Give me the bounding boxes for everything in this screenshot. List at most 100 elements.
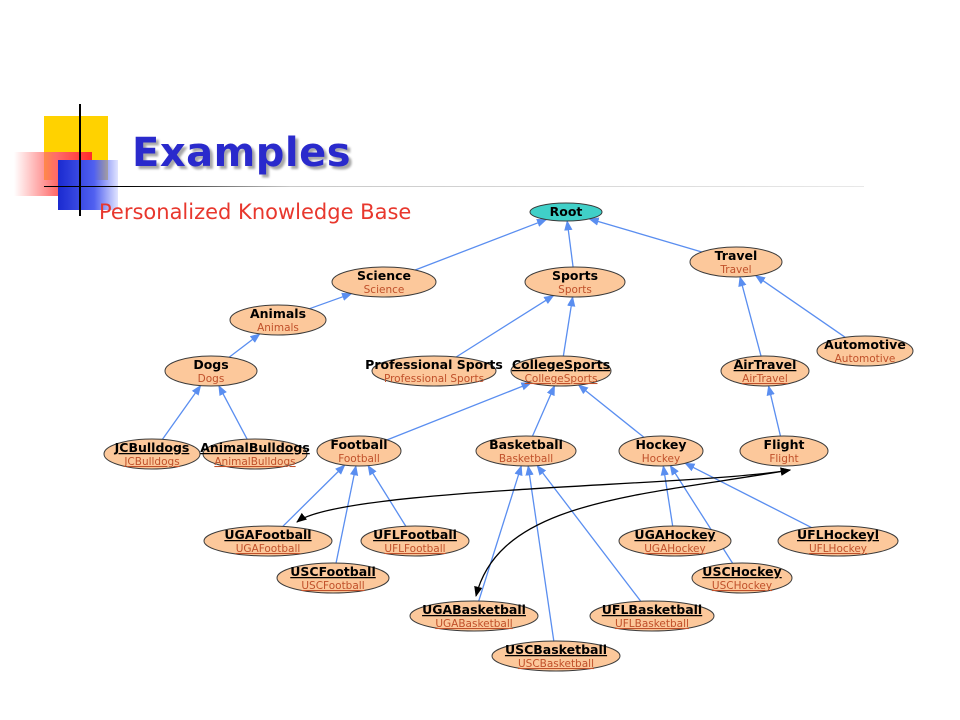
edge-hockey-to-collegesports [577,384,645,438]
node-label: Science [357,268,411,283]
node-label: UGAHockey [634,527,715,542]
cross-edge-flight-ugabasketball [474,467,792,598]
edge-animalbulldogs-to-dogs [218,384,248,440]
node-label: UGABasketball [422,602,526,617]
edge-uscfootball-to-football [335,464,359,564]
node-label: Football [330,437,387,452]
edge-travel-to-root [588,217,703,253]
node-shape [816,335,914,367]
node-shape [203,525,333,557]
edge-jcbulldogs-to-dogs [161,384,202,440]
node-label: Hockey [635,437,686,452]
node-shape [691,562,793,594]
edge-ugabasketball-to-basketball [478,464,523,602]
node-sublabel: UFLFootball [384,543,445,555]
node-shape [276,562,390,594]
node-label: UFLBasketball [602,602,702,617]
node-shape [371,355,497,387]
edge-science-to-root [414,218,548,271]
nodes-layer: RootScienceScienceSportsSportsTravelTrav… [103,202,914,672]
node-label: Travel [715,248,758,263]
edge-ugahockey-to-hockey [660,464,674,527]
node-shape [739,435,829,467]
slide-title: Examples [132,130,352,176]
edge-sports-to-root [564,219,574,268]
node-sublabel: Dogs [198,373,225,385]
edge-prosports-to-sports [455,294,555,358]
node-sublabel: CollegeSports [525,373,598,385]
node-label: USCBasketball [505,642,607,657]
node-shape [491,640,621,672]
node-sublabel: Flight [769,453,798,465]
node-sublabel: USCBasketball [518,658,594,670]
node-shape [510,355,612,387]
node-label: USCFootball [290,564,375,579]
node-sublabel: Sports [558,284,592,296]
node-shape [202,438,308,470]
edge-flight-to-airtravel [766,384,782,437]
node-sublabel: UGAHockey [644,543,705,555]
node-sublabel: UFLHockey [809,543,867,555]
node-sublabel: Travel [719,264,751,276]
node-shape [589,600,715,632]
decor-blue-square [58,160,118,210]
node-label: UGAFootball [224,527,311,542]
node-label: Basketball [489,437,563,452]
node-sublabel: UFLBasketball [615,618,689,630]
node-shape [331,266,437,298]
node-sublabel: Professional Sports [384,373,484,385]
slide-subtitle: Personalized Knowledge Base [99,200,412,224]
node-shape [720,355,810,387]
node-label: Sports [552,268,598,283]
node-shape [618,525,732,557]
node-sublabel: JCBulldogs [123,456,179,468]
edge-ugafootball-to-football [282,464,346,527]
edge-collegesports-to-sports [562,295,576,357]
node-shape [777,525,899,557]
node-label: Flight [764,437,805,452]
node-sublabel: Hockey [642,453,680,465]
decor-vertical-line [79,104,81,216]
node-shape [409,600,539,632]
node-label: Professional Sports [365,357,503,372]
cross-edge-flight-ugafootball [296,467,792,523]
edge-football-to-collegesports [386,382,532,441]
edge-automotive-to-travel [754,274,846,338]
node-label: AirTravel [734,357,797,372]
node-sublabel: USCHockey [712,580,772,592]
node-sublabel: UGABasketball [435,618,512,630]
node-shape [360,525,470,557]
node-shape [229,304,327,336]
node-label: JCBulldogs [114,440,190,455]
node-root[interactable]: Root [529,202,603,222]
node-sublabel: USCFootball [301,580,364,592]
edge-basketball-to-collegesports [531,384,556,437]
node-shape [618,435,704,467]
node-shape [524,266,626,298]
node-label: AnimalBulldogs [200,440,310,455]
